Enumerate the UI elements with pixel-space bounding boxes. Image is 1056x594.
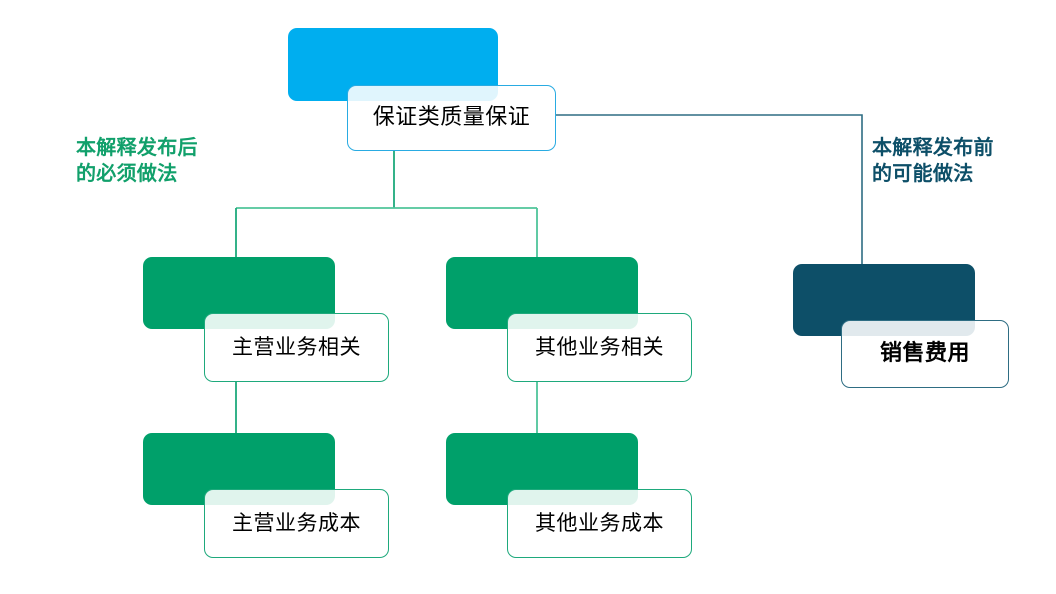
node-root-label: 保证类质量保证	[372, 105, 531, 130]
annotation-right: 本解释发布前 的可能做法	[872, 135, 994, 186]
node-branch-1-label-box[interactable]: 主营业务相关	[204, 313, 389, 382]
node-branch-1-child-label: 主营业务成本	[232, 511, 361, 535]
annotation-left: 本解释发布后 的必须做法	[76, 135, 198, 186]
node-branch-2[interactable]: 其他业务相关	[446, 257, 692, 383]
node-alternate[interactable]: 销售费用	[793, 264, 1017, 389]
node-branch-2-child[interactable]: 其他业务成本	[446, 433, 692, 559]
node-branch-1-child-label-box[interactable]: 主营业务成本	[204, 489, 389, 558]
node-branch-1[interactable]: 主营业务相关	[143, 257, 389, 383]
node-root-label-box[interactable]: 保证类质量保证	[347, 85, 556, 151]
node-alternate-label: 销售费用	[879, 341, 970, 366]
node-root[interactable]: 保证类质量保证	[288, 28, 556, 151]
node-branch-1-child[interactable]: 主营业务成本	[143, 433, 389, 559]
node-branch-1-label: 主营业务相关	[232, 335, 361, 359]
node-branch-2-child-label-box[interactable]: 其他业务成本	[507, 489, 692, 558]
connector-to-alternate	[556, 114, 863, 264]
node-branch-2-label-box[interactable]: 其他业务相关	[507, 313, 692, 382]
node-branch-2-child-label: 其他业务成本	[535, 511, 664, 535]
node-branch-2-label: 其他业务相关	[535, 335, 664, 359]
node-alternate-label-box[interactable]: 销售费用	[841, 320, 1009, 388]
